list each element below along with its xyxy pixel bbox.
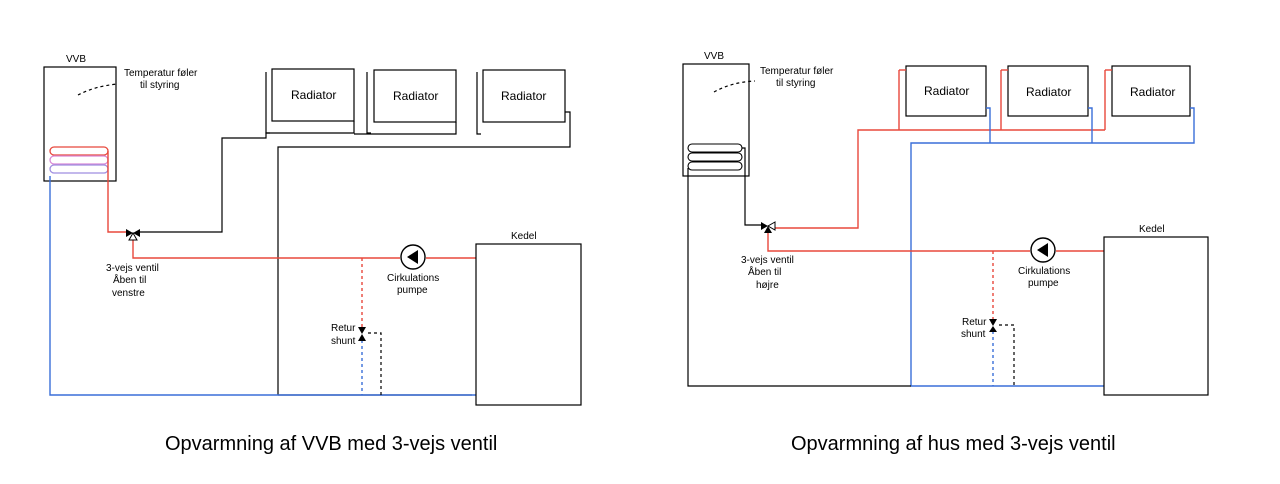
- right-caption: Opvarmning af hus med 3-vejs ventil: [791, 433, 1116, 455]
- left-radiator-2: Radiator: [366, 69, 457, 134]
- left-sensor-leader: [77, 83, 119, 96]
- left-shunt-valve: [358, 327, 366, 341]
- right-vvb-supply-pipe: [742, 147, 762, 226]
- left-radiator-1-label: Radiator: [291, 88, 336, 102]
- right-radiator-3: Radiator: [1104, 65, 1191, 130]
- right-diagram: VVB Temperatur føler til styring Radiato…: [682, 51, 1209, 455]
- left-radiator-3-label: Radiator: [501, 89, 546, 103]
- left-shunt-text1: Retur: [331, 323, 356, 334]
- right-pump-text1: Cirkulations: [1018, 266, 1070, 277]
- left-valve-text1: 3-vejs ventil: [106, 263, 159, 274]
- right-radiator-3-label: Radiator: [1130, 85, 1175, 99]
- left-sensor-text1: Temperatur føler: [124, 68, 198, 79]
- right-circulation-pump: [1030, 237, 1056, 263]
- left-vvb-tank: [43, 66, 117, 182]
- right-radiator-1-label: Radiator: [924, 84, 969, 98]
- left-sensor-text2: til styring: [140, 80, 179, 91]
- right-radiator-1: Radiator: [898, 65, 987, 130]
- right-sensor-text1: Temperatur føler: [760, 66, 834, 77]
- left-valve-text3: venstre: [112, 288, 145, 299]
- right-shunt-text2: shunt: [961, 329, 986, 340]
- left-radiator-1: Radiator: [265, 68, 355, 134]
- left-boiler-label: Kedel: [511, 231, 537, 242]
- right-radiator-2: Radiator: [1000, 65, 1089, 130]
- left-vvb-label: VVB: [66, 54, 86, 65]
- left-valve-text2: Åben til: [113, 273, 146, 286]
- right-sensor-leader: [713, 80, 756, 93]
- right-valve-text3: højre: [756, 280, 779, 291]
- left-diagram: VVB Temperatur føler til styring Radiato…: [43, 54, 582, 455]
- right-vvb-return-pipe: [687, 168, 911, 387]
- right-vvb-tank: [682, 63, 750, 177]
- right-main-supply-pipe: [767, 233, 1030, 252]
- left-radiator-supply-pipe: [138, 121, 355, 233]
- right-boiler-label: Kedel: [1139, 224, 1165, 235]
- right-shunt-valve: [989, 319, 997, 332]
- right-3way-valve: [761, 221, 776, 233]
- left-circulation-pump: [400, 244, 426, 270]
- left-shunt-text2: shunt: [331, 336, 356, 347]
- left-pump-text2: pumpe: [397, 285, 428, 296]
- right-vvb-label: VVB: [704, 51, 724, 62]
- right-pump-text2: pumpe: [1028, 278, 1059, 289]
- left-main-supply-pipe: [132, 240, 400, 259]
- right-valve-text1: 3-vejs ventil: [741, 255, 794, 266]
- right-shunt-text1: Retur: [962, 317, 987, 328]
- left-3way-valve: [126, 229, 140, 241]
- right-radiator-supply-pipe: [773, 129, 1105, 229]
- right-valve-text2: Åben til: [748, 265, 781, 278]
- right-radiator-2-label: Radiator: [1026, 85, 1071, 99]
- left-radiator-return-pipe: [277, 111, 571, 395]
- left-vvb-return-pipe: [49, 176, 278, 396]
- left-radiator-2-label: Radiator: [393, 89, 438, 103]
- right-radiator-return-pipe: [910, 107, 1195, 387]
- right-sensor-text2: til styring: [776, 78, 815, 89]
- left-boiler: [475, 243, 582, 406]
- left-radiator-3: Radiator: [476, 69, 566, 135]
- left-pump-text1: Cirkulations: [387, 273, 439, 284]
- right-boiler: [1103, 236, 1209, 396]
- left-caption: Opvarmning af VVB med 3-vejs ventil: [165, 433, 497, 455]
- left-vvb-supply-pipe: [107, 151, 128, 233]
